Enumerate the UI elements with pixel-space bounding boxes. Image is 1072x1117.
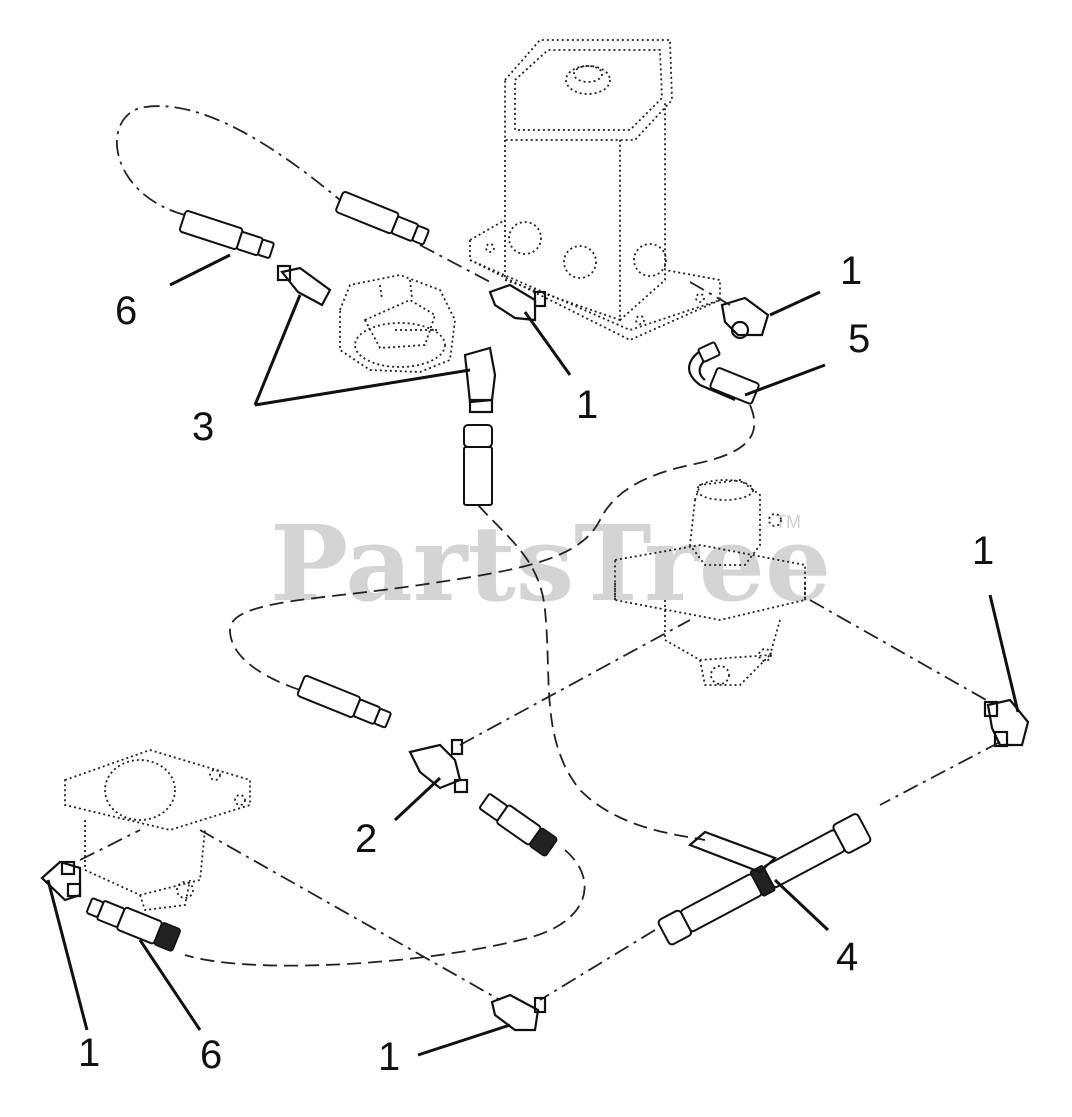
callout-6-top: 6 [115,289,137,333]
watermark: PartsTree TM [270,502,831,625]
hydraulic-pump [614,479,806,686]
callout-1-top-right: 1 [840,249,862,293]
callout-2: 2 [355,817,377,861]
tee-fitting-2 [408,738,469,794]
callout-1-bottom-left: 1 [78,1031,100,1075]
callout-6-bottom: 6 [200,1033,222,1077]
hose-tee-down [478,793,558,857]
elbow-fitting-1-center [488,283,547,322]
elbow-fitting-1-right [983,698,1030,748]
hose-upper-middle [335,191,430,246]
callout-4: 4 [836,935,858,979]
wheel-motor [64,749,251,911]
elbow-fitting-3-right [463,346,497,414]
hose-left-middle [296,674,392,729]
reservoir-tank [469,39,721,341]
hose-assembly-4 [657,813,872,946]
watermark-trademark: TM [775,512,801,532]
callout-3: 3 [192,405,214,449]
callout-1-center: 1 [576,383,598,427]
callout-labels: 6 3 1 1 5 1 2 4 1 6 1 [78,249,994,1079]
hose-6-bottom [86,897,181,952]
elbow-fitting-1-top-right [720,296,770,340]
callout-1-right: 1 [972,529,994,573]
elbow-fitting-1-bottom-left [40,860,82,902]
elbow-fitting-1-bottom [490,993,547,1032]
watermark-text: PartsTree [270,502,831,625]
callout-5: 5 [848,317,870,361]
elbow-fitting-3-left [276,264,332,307]
callout-1-bottom: 1 [378,1035,400,1079]
hose-6-top [178,210,275,259]
leader-lines [46,253,1020,1057]
filter-head [339,274,456,373]
hose-routes [79,105,1001,1001]
tube-vertical [463,424,493,506]
